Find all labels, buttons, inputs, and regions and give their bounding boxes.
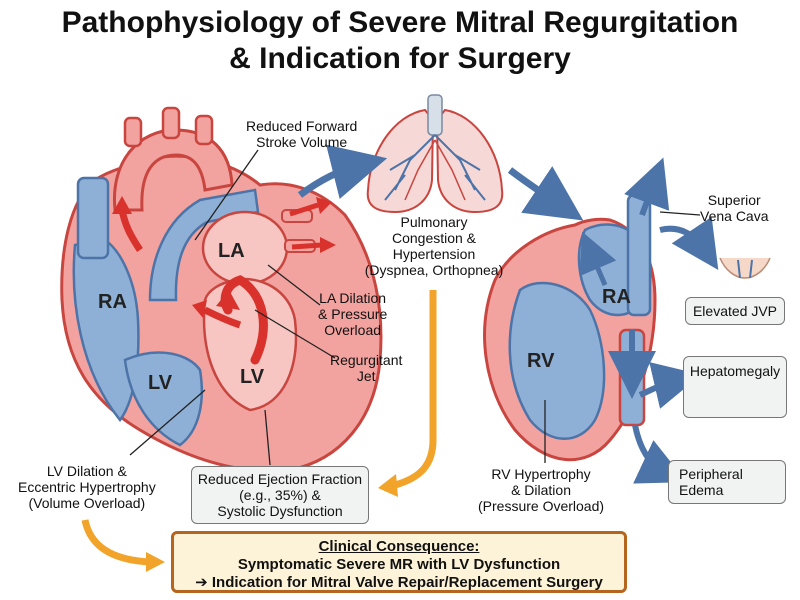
red-arrow-vein-1 (289, 202, 319, 217)
left-heart (60, 106, 383, 473)
consequence-line-1: Symptomatic Severe MR with LV Dysfunctio… (237, 556, 561, 573)
arrow-to-jvp (659, 216, 719, 270)
consequence-heading: Clinical Consequence: (318, 538, 480, 555)
leader-lines (129, 149, 701, 466)
svc-tube (626, 193, 652, 317)
label-lv-dilation: LV Dilation &Eccentric Hypertrophy(Volum… (18, 463, 156, 511)
lung-right (435, 108, 504, 214)
rv-chamber (508, 281, 606, 440)
red-arrow-outflow (203, 306, 242, 329)
label-rv-hypertrophy: RV Hypertrophy& Dilation(Pressure Overlo… (478, 466, 605, 514)
pulmonary-trunk (148, 188, 260, 302)
neck-icon (719, 257, 771, 279)
consequence-line-2: ➔ Indication for Mitral Valve Repair/Rep… (195, 574, 603, 591)
orange-arrow-down (393, 290, 437, 489)
arrow-to-liver (638, 362, 702, 409)
la-chamber (201, 210, 289, 286)
title-line-2: & Indication for Surgery (229, 42, 571, 75)
aortic-branch-1 (123, 116, 143, 148)
arrow-to-edema (632, 424, 687, 484)
aortic-branch-2 (161, 106, 181, 140)
arrow-to-lungs (297, 144, 388, 199)
box-ejection-fraction: Reduced Ejection Fraction(e.g., 35%) &Sy… (191, 466, 369, 524)
clinical-consequence-box: Clinical Consequence: Symptomatic Severe… (171, 531, 627, 593)
box-elevated-jvp: Elevated JVP (685, 297, 785, 325)
aortic-branch-3 (194, 114, 214, 146)
label-rv: RV (527, 350, 555, 372)
lungs (366, 94, 504, 214)
label-ra-left: RA (98, 291, 127, 313)
vena-cava-left (76, 176, 110, 260)
label-la: LA (218, 240, 245, 262)
arrow-up-svc (624, 157, 670, 217)
trachea (427, 94, 443, 136)
lv-blue-region (123, 351, 204, 447)
red-arrow-vein-2 (291, 242, 323, 250)
label-lv-left: LV (148, 372, 173, 394)
arrow-inside-ra-1 (579, 231, 617, 286)
label-lv-inner: LV (240, 366, 265, 388)
arrow-from-lungs (507, 166, 584, 221)
title-line-1: Pathophysiology of Severe Mitral Regurgi… (61, 6, 739, 39)
box-hepatomegaly: Hepatomegaly (683, 356, 787, 418)
right-heart (483, 157, 719, 484)
orange-arrow-left-bottom (81, 519, 151, 566)
label-ra-right: RA (602, 286, 631, 308)
